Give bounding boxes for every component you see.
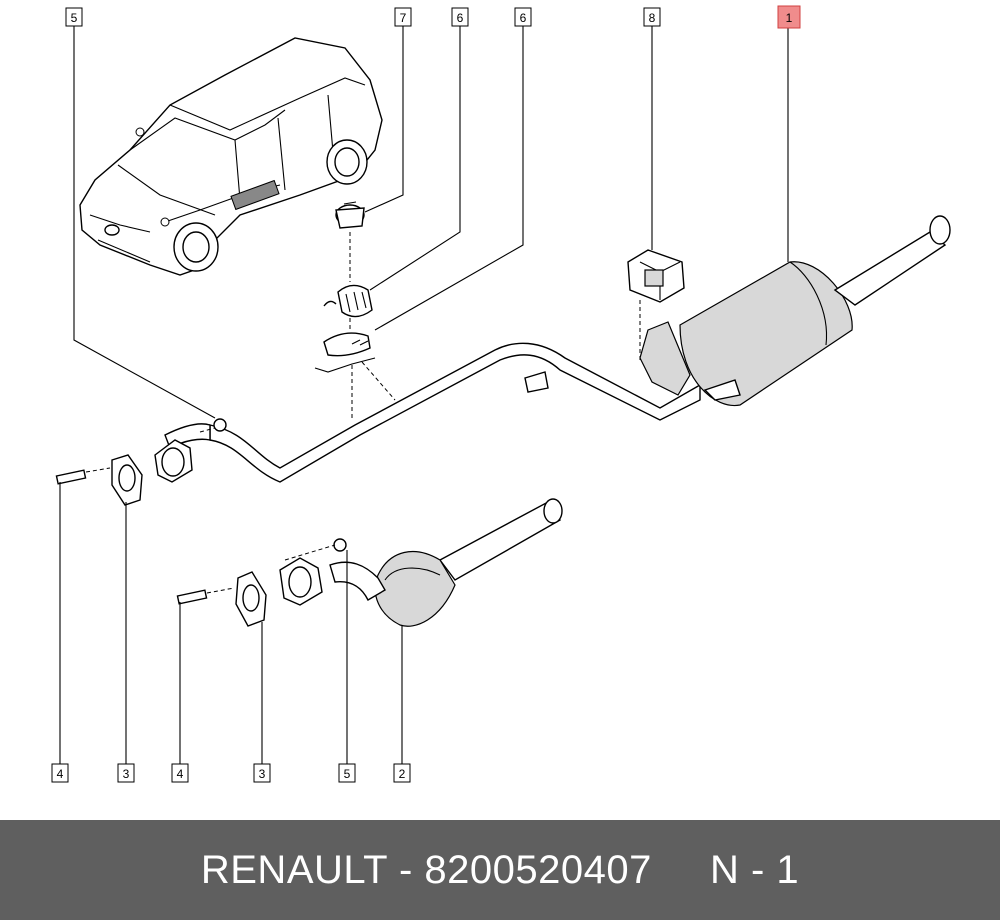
label-2: 2 — [393, 763, 411, 783]
label-4-left: 4 — [51, 763, 69, 783]
svg-text:3: 3 — [259, 767, 266, 781]
label-3-left: 3 — [117, 763, 135, 783]
svg-text:5: 5 — [344, 767, 351, 781]
svg-text:2: 2 — [399, 767, 406, 781]
leader-lines — [59, 26, 789, 764]
svg-text:6: 6 — [457, 11, 464, 25]
svg-text:8: 8 — [649, 11, 656, 25]
part-number-caption: RENAULT - 8200520407 N - 1 — [200, 847, 800, 892]
svg-text:6: 6 — [520, 11, 527, 25]
label-7: 7 — [394, 7, 412, 27]
exhaust-system-diagram: 5 7 6 6 8 1 4 3 4 3 5 2 — [51, 5, 951, 783]
svg-text:4: 4 — [57, 767, 64, 781]
label-5-bottom: 5 — [338, 763, 356, 783]
svg-text:1: 1 — [786, 11, 793, 25]
catalytic-converter — [176, 498, 563, 627]
rubber-mount — [627, 249, 685, 360]
svg-text:5: 5 — [71, 11, 78, 25]
vehicle-illustration — [79, 37, 383, 276]
label-8: 8 — [643, 7, 661, 27]
footer-bar: RENAULT - 8200520407 N - 1 — [0, 820, 1000, 920]
label-4-right: 4 — [171, 763, 189, 783]
label-1-highlighted: 1 — [777, 5, 801, 29]
label-3-right: 3 — [253, 763, 271, 783]
label-5-top: 5 — [65, 7, 83, 27]
svg-text:4: 4 — [177, 767, 184, 781]
rear-silencer — [639, 215, 951, 407]
svg-text:3: 3 — [123, 767, 130, 781]
label-6-right: 6 — [514, 7, 532, 27]
clamp-parts — [314, 201, 396, 420]
exhaust-pipe — [55, 342, 701, 506]
label-6-left: 6 — [451, 7, 469, 27]
svg-text:7: 7 — [400, 11, 407, 25]
